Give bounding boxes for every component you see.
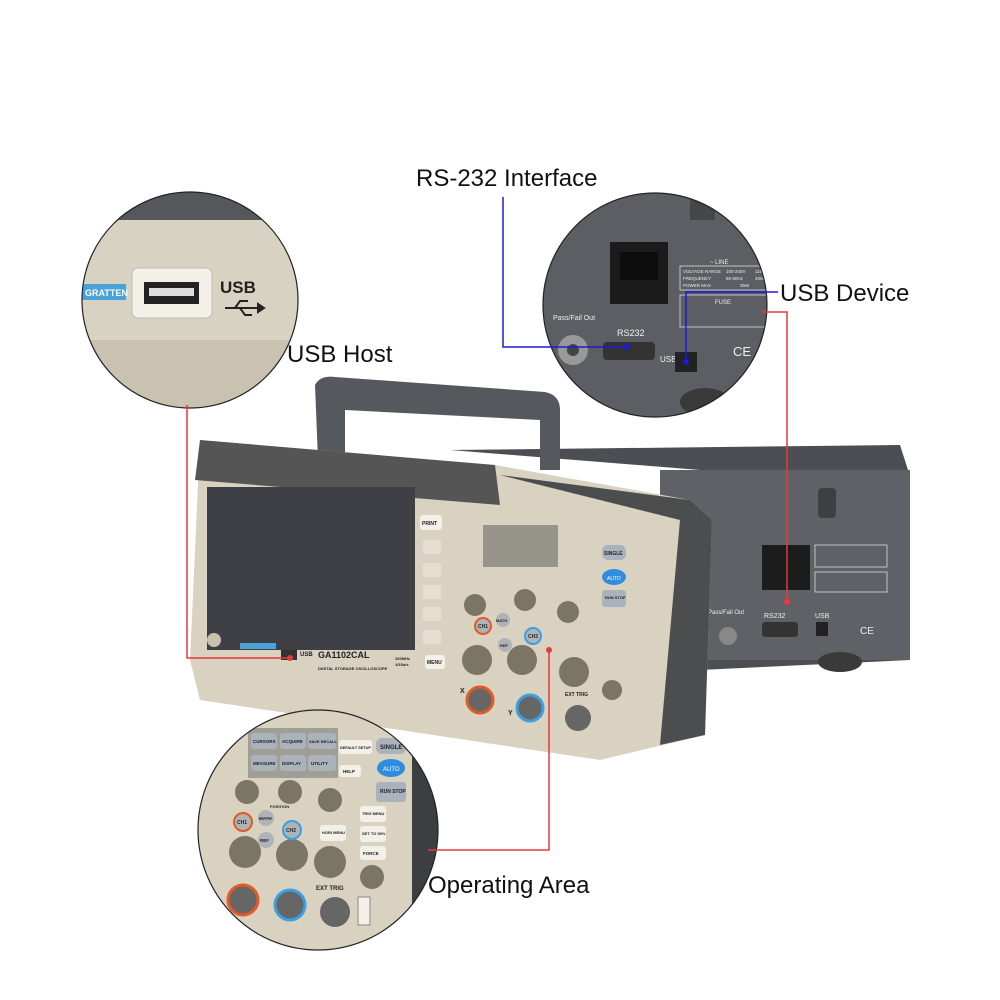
operating-area-callout-line	[428, 650, 550, 851]
ref-button-zoom[interactable]: REF	[260, 838, 269, 843]
f2-label: 400Hz	[755, 276, 769, 281]
display-label: DISPLAY	[282, 761, 301, 766]
rs232-zoom-label: RS232	[617, 328, 645, 338]
auto-label[interactable]: AUTO	[607, 576, 621, 582]
handle[interactable]	[315, 376, 560, 470]
rear-panel-zoom: ~ LINE VOLTAGE RANGE FREQUENCY POWER MAX…	[543, 193, 769, 417]
rear-unit: Pass/Fail Out RS232 USB CE	[450, 445, 910, 672]
usb-device-rear-line	[762, 311, 788, 602]
frequency-label: FREQUENCY	[683, 276, 711, 281]
measure-label: MEASURE	[253, 761, 276, 766]
ch2-bnc	[515, 693, 545, 723]
ext-trig-label: EXT TRIG	[565, 692, 588, 698]
y-label: Y	[508, 710, 513, 717]
run-stop-button-zoom[interactable]: RUN STOP	[380, 789, 406, 795]
ext-trig-zoom-label: EXT TRIG	[316, 886, 344, 892]
f1-label: 50-60Hz	[726, 276, 744, 281]
utility-label: UTILITY	[311, 761, 328, 766]
single-button-zoom[interactable]: SINGLE	[380, 745, 402, 751]
default-setup-button[interactable]: DEFAULT SETUP	[340, 746, 371, 750]
brand-logo: GRATTEN	[85, 288, 128, 298]
power-socket	[762, 545, 810, 590]
hori-menu-button[interactable]: HORI MENU	[322, 830, 345, 835]
ch2-button[interactable]: CH2	[528, 634, 538, 640]
rs232-label: RS232	[764, 613, 786, 620]
print-button[interactable]: PRINT	[422, 521, 437, 527]
ce-mark: CE	[860, 626, 874, 637]
set-to-50-button[interactable]: SET TO 50%	[362, 831, 386, 836]
front-usb-label: USB	[300, 652, 313, 658]
pass-fail-zoom-label: Pass/Fail Out	[553, 315, 595, 322]
auto-button-zoom[interactable]: AUTO	[383, 767, 400, 773]
bnc-pass-fail	[719, 627, 737, 645]
menu-button[interactable]: MENU	[427, 660, 442, 666]
power-button	[207, 633, 221, 647]
soft-keys	[423, 540, 441, 644]
screen	[207, 487, 415, 650]
help-button[interactable]: HELP	[343, 769, 355, 774]
math-button[interactable]: MATH	[496, 618, 507, 623]
rs232-port	[762, 622, 798, 637]
run-stop-button[interactable]: RUN STOP	[605, 595, 626, 600]
single-button[interactable]: SINGLE	[604, 551, 623, 557]
usb-symbol-icon	[225, 300, 266, 316]
line-label: ~ LINE	[710, 260, 729, 266]
cursors-label: CURSORS	[253, 739, 276, 744]
usb-host-port	[281, 650, 297, 660]
power-max-label: POWER MAX	[683, 283, 711, 288]
usb-device-zoom-label: USB	[660, 355, 676, 364]
ref-button[interactable]: REF	[500, 643, 509, 648]
ch1-button-zoom[interactable]: CH1	[237, 820, 247, 826]
callout-lines	[186, 197, 790, 851]
operating-area-callout: Operating Area	[428, 872, 590, 899]
usb-label: USB	[815, 613, 830, 620]
p-label: 35W	[740, 283, 750, 288]
math-button-zoom[interactable]: MATH	[259, 816, 272, 821]
ext-trig-bnc	[565, 705, 591, 731]
ch2-button-zoom[interactable]: CH2	[286, 828, 296, 834]
usb-host-callout-line	[186, 405, 290, 659]
auto-button	[602, 569, 626, 585]
force-button[interactable]: FORCE	[363, 851, 379, 856]
voltage-range-label: VOLTAGE RANGE	[683, 269, 721, 274]
v1-label: 100-240V	[726, 269, 746, 274]
rs232-callout-line	[502, 197, 627, 348]
position-label: POSITION	[270, 804, 289, 809]
operating-area-zoom: CURSORS ACQUIRE SAVE RECALL MEASURE DISP…	[198, 710, 438, 950]
save-recall-label: SAVE RECALL	[309, 739, 337, 744]
pass-fail-label: Pass/Fail Out	[708, 610, 744, 616]
rs232-callout: RS-232 Interface	[416, 165, 598, 192]
ce-mark-zoom: CE	[733, 344, 751, 359]
trig-menu-button[interactable]: TRIG MENU	[362, 811, 385, 816]
fuse-label: FUSE	[715, 300, 731, 306]
samplerate-label: 1GSa/s	[395, 662, 409, 667]
usb-host-zoom: GRATTEN USB	[82, 192, 298, 408]
front-unit: PRINT MENU USB GA1102CAL DIGITAL STORAGE…	[190, 440, 712, 760]
ch1-bnc	[465, 685, 495, 715]
model-label: GA1102CAL	[318, 650, 370, 660]
usb-device-callout-line	[685, 291, 778, 362]
x-label: X	[460, 688, 465, 695]
ch1-button[interactable]: CH1	[478, 624, 488, 630]
subtitle-label: DIGITAL STORAGE OSCILLOSCOPE	[318, 666, 388, 671]
usb-device-port	[816, 622, 828, 636]
acquire-label: ACQUIRE	[282, 739, 303, 744]
bandwidth-label: 100MHz	[395, 656, 410, 661]
v2-label: 115V	[755, 269, 765, 274]
rs232-port-zoom[interactable]	[603, 342, 655, 360]
usb-host-zoom-label: USB	[220, 278, 256, 297]
usb-device-callout: USB Device	[780, 280, 910, 307]
usb-host-callout: USB Host	[287, 341, 393, 368]
